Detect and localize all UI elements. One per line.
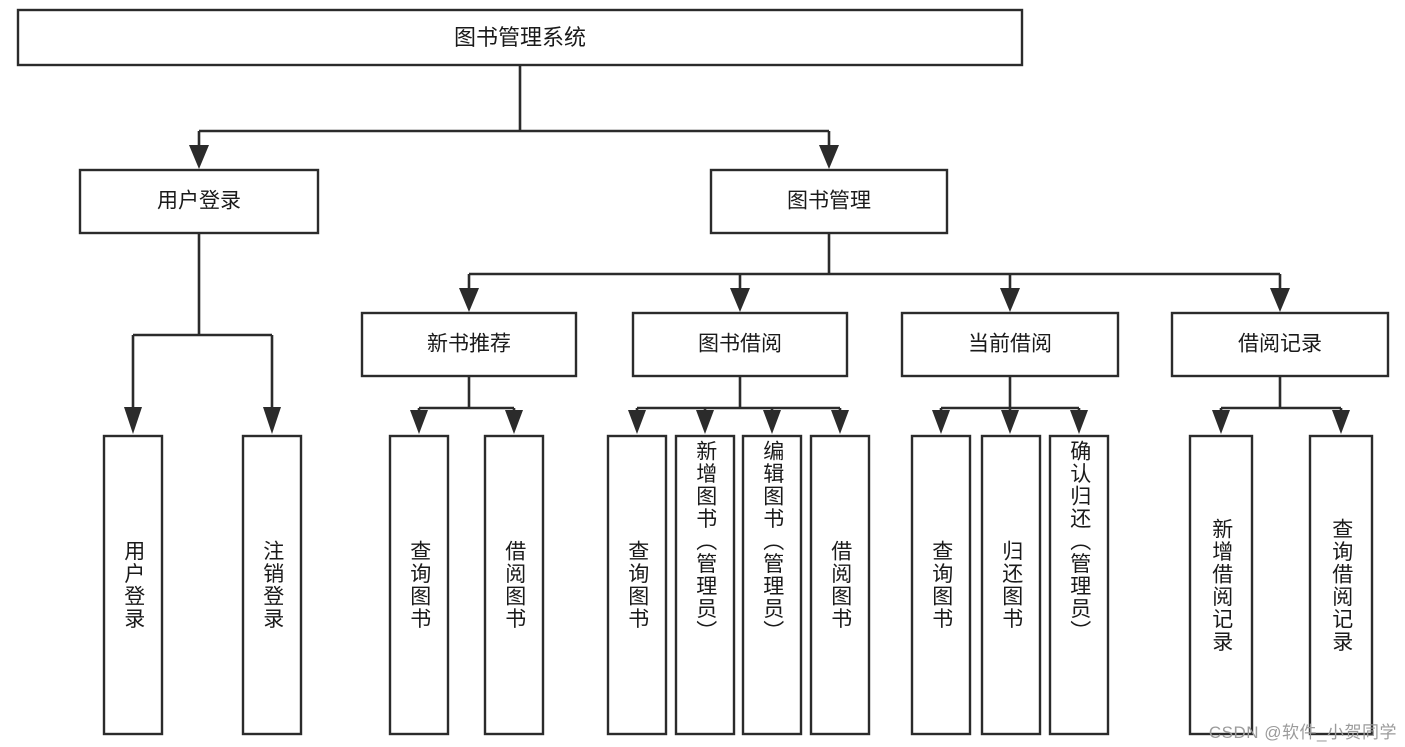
node-user-login-box[interactable] (78, 168, 320, 235)
node-root-box[interactable] (16, 8, 1024, 67)
arrowhead-bookmgmt-c2 (730, 288, 750, 312)
arrowhead-root-to-user (189, 145, 209, 169)
arrowhead-root-to-book (819, 145, 839, 169)
arrowhead-current-l1 (932, 410, 950, 434)
node-book-borrow-box[interactable] (631, 311, 849, 378)
arrowhead-current-l3 (1070, 410, 1088, 434)
leaf-box-query-borrow-record[interactable] (1308, 434, 1374, 736)
arrowhead-records-l1 (1212, 410, 1230, 434)
node-user-login-label: 用户登录 (157, 190, 241, 213)
arrowhead-bookmgmt-c3 (1000, 288, 1020, 312)
node-borrow-records[interactable]: 借阅记录 (1170, 311, 1390, 378)
node-book-borrow[interactable]: 图书借阅 (631, 311, 849, 378)
connector-group-new-book (410, 376, 523, 434)
node-user-login[interactable]: 用户登录 (78, 168, 320, 235)
node-borrow-records-box[interactable] (1170, 311, 1390, 378)
csdn-watermark: CSDN @软件_小贺同学 (1208, 723, 1397, 742)
node-book-management-box[interactable] (709, 168, 949, 235)
arrowhead-bookmgmt-c4 (1270, 288, 1290, 312)
arrowhead-borrow-l4 (831, 410, 849, 434)
leaf-box-query-book-current[interactable] (910, 434, 972, 736)
node-current-borrow-box[interactable] (900, 311, 1120, 378)
arrowhead-borrow-l3 (763, 410, 781, 434)
leaf-box-borrow-book[interactable] (809, 434, 871, 736)
arrowhead-bookmgmt-c1 (459, 288, 479, 312)
connector-group-root (189, 65, 839, 169)
leaf-box-add-borrow-record[interactable] (1188, 434, 1254, 736)
node-new-book-recommend-box[interactable] (360, 311, 578, 378)
connector-group-current-borrow (932, 376, 1088, 434)
arrowhead-newbook-l2 (505, 410, 523, 434)
leaf-box-logout[interactable] (241, 434, 303, 736)
leaf-box-return-book[interactable] (980, 434, 1042, 736)
node-book-management[interactable]: 图书管理 (709, 168, 949, 235)
node-new-book-recommend-label: 新书推荐 (427, 333, 511, 356)
leaf-box-query-book-new[interactable] (388, 434, 450, 736)
node-current-borrow[interactable]: 当前借阅 (900, 311, 1120, 378)
connector-group-records (1212, 376, 1350, 434)
node-root-label: 图书管理系统 (454, 25, 586, 50)
leaf-box-edit-book-admin[interactable] (741, 434, 803, 736)
arrowhead-newbook-l1 (410, 410, 428, 434)
node-borrow-records-label: 借阅记录 (1238, 333, 1322, 356)
arrowhead-user-leaf2 (263, 407, 281, 434)
node-current-borrow-label: 当前借阅 (968, 333, 1052, 356)
arrowhead-borrow-l2 (696, 410, 714, 434)
leaf-box-add-book-admin[interactable] (674, 434, 736, 736)
node-book-borrow-label: 图书借阅 (698, 333, 782, 356)
connector-group-user-login (124, 233, 281, 434)
arrowhead-current-l2 (1001, 410, 1019, 434)
node-book-management-label: 图书管理 (787, 190, 871, 213)
arrowhead-records-l2 (1332, 410, 1350, 434)
leaf-box-borrow-book-new[interactable] (483, 434, 545, 736)
connector-group-book-mgmt (459, 233, 1290, 312)
arrowhead-user-leaf1 (124, 407, 142, 434)
leaf-box-query-book-borrow[interactable] (606, 434, 668, 736)
arrowhead-borrow-l1 (628, 410, 646, 434)
leaf-box-user-login[interactable] (102, 434, 164, 736)
node-root[interactable]: 图书管理系统 (16, 8, 1024, 67)
node-new-book-recommend[interactable]: 新书推荐 (360, 311, 578, 378)
connector-group-borrow (628, 376, 849, 434)
leaf-box-confirm-return-admin[interactable] (1048, 434, 1110, 736)
leaf-box-group (102, 434, 1374, 736)
